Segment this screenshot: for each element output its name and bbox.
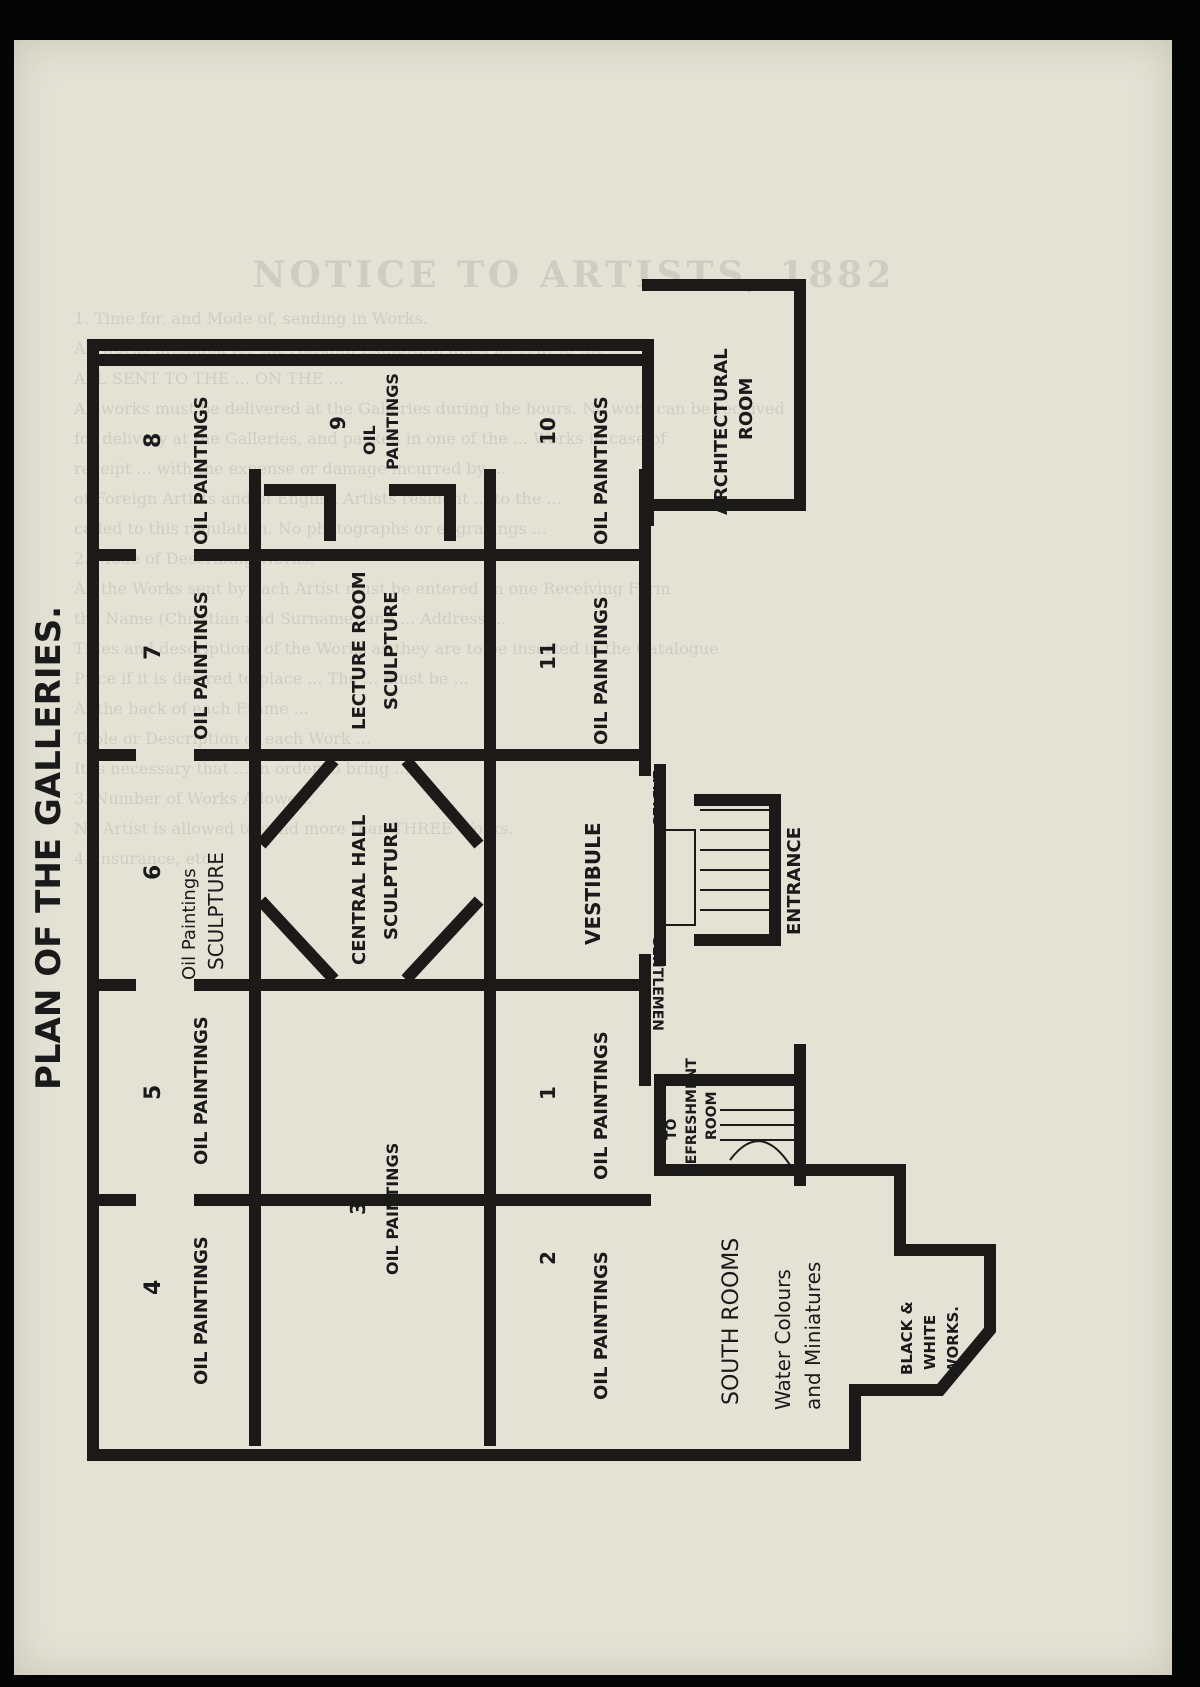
room-8-label: 8 — [141, 433, 166, 448]
entrance-label: ENTRANCE — [784, 827, 805, 935]
architectural-label: ARCHITECTURAL — [711, 348, 732, 515]
brace-line — [256, 756, 339, 849]
entrance-wall — [654, 764, 781, 966]
to-label: TO — [664, 1118, 680, 1140]
south-rooms-label: SOUTH ROOMS — [719, 1238, 744, 1405]
refreshment-label: REFRESHMENT — [684, 1058, 700, 1175]
plan-title: PLAN OF THE GALLERIES. — [29, 606, 69, 1090]
stair-wall — [654, 1044, 806, 1186]
oil-paintings-label: OIL PAINTINGS — [383, 1143, 402, 1275]
black-white-label-2: WHITE — [921, 1315, 939, 1370]
sculpture-label: SCULPTURE — [381, 821, 402, 940]
brace-line — [401, 896, 484, 984]
lecture-room-wall — [389, 484, 456, 541]
oil-paintings-label: OIL PAINTINGS — [591, 1031, 612, 1180]
oil-paintings-label: OIL PAINTINGS — [191, 591, 212, 740]
architectural-room-wall — [642, 279, 806, 511]
stair-hatching — [664, 809, 800, 1166]
oil-label: OIL — [360, 425, 379, 455]
water-colours-label: Water Colours — [771, 1269, 795, 1410]
brace-line — [401, 756, 484, 849]
ladies-label: LADIES — [649, 770, 665, 826]
architectural-room-label: ROOM — [736, 378, 757, 440]
room-1-label: 1 — [536, 1086, 560, 1100]
vestibule-label: VESTIBULE — [581, 822, 605, 945]
miniatures-label: and Miniatures — [801, 1262, 825, 1410]
black-white-label-3: WORKS. — [944, 1306, 962, 1375]
lecture-room-label: LECTURE ROOM — [349, 571, 370, 730]
room-2-label: 2 — [536, 1251, 560, 1265]
outer-wall — [87, 339, 996, 1461]
sculpture-label: SCULPTURE — [204, 852, 228, 970]
refreshment-room-label: ROOM — [704, 1091, 720, 1140]
room-7-label: 7 — [141, 645, 166, 660]
walls — [87, 279, 996, 1461]
room-3-label: 3 — [346, 1201, 370, 1215]
room-6-label: 6 — [141, 865, 166, 880]
gentlemen-label: GENTLEMEN — [649, 935, 665, 1031]
room-10-label: 10 — [536, 417, 560, 445]
room-5-label: 5 — [141, 1085, 166, 1100]
central-hall-label: CENTRAL HALL — [349, 815, 370, 965]
brace-line — [256, 896, 339, 984]
paintings-label: PAINTINGS — [383, 373, 402, 470]
room-11-label: 11 — [536, 642, 560, 670]
lecture-room-wall — [264, 484, 336, 541]
south-wall — [654, 1074, 906, 1176]
black-white-label-1: BLACK & — [898, 1301, 916, 1375]
room-9-label: 9 — [326, 416, 350, 430]
room-4-label: 4 — [141, 1280, 166, 1295]
oil-paintings-label: OIL PAINTINGS — [191, 396, 212, 545]
oil-paintings-sc-label: Oil Paintings — [179, 868, 200, 980]
sculpture-label: SCULPTURE — [381, 591, 402, 710]
oil-paintings-label: OIL PAINTINGS — [591, 1251, 612, 1400]
oil-paintings-label: OIL PAINTINGS — [591, 396, 612, 545]
oil-paintings-label: OIL PAINTINGS — [191, 1016, 212, 1165]
oil-paintings-label: OIL PAINTINGS — [591, 596, 612, 745]
oil-paintings-label: OIL PAINTINGS — [191, 1236, 212, 1385]
